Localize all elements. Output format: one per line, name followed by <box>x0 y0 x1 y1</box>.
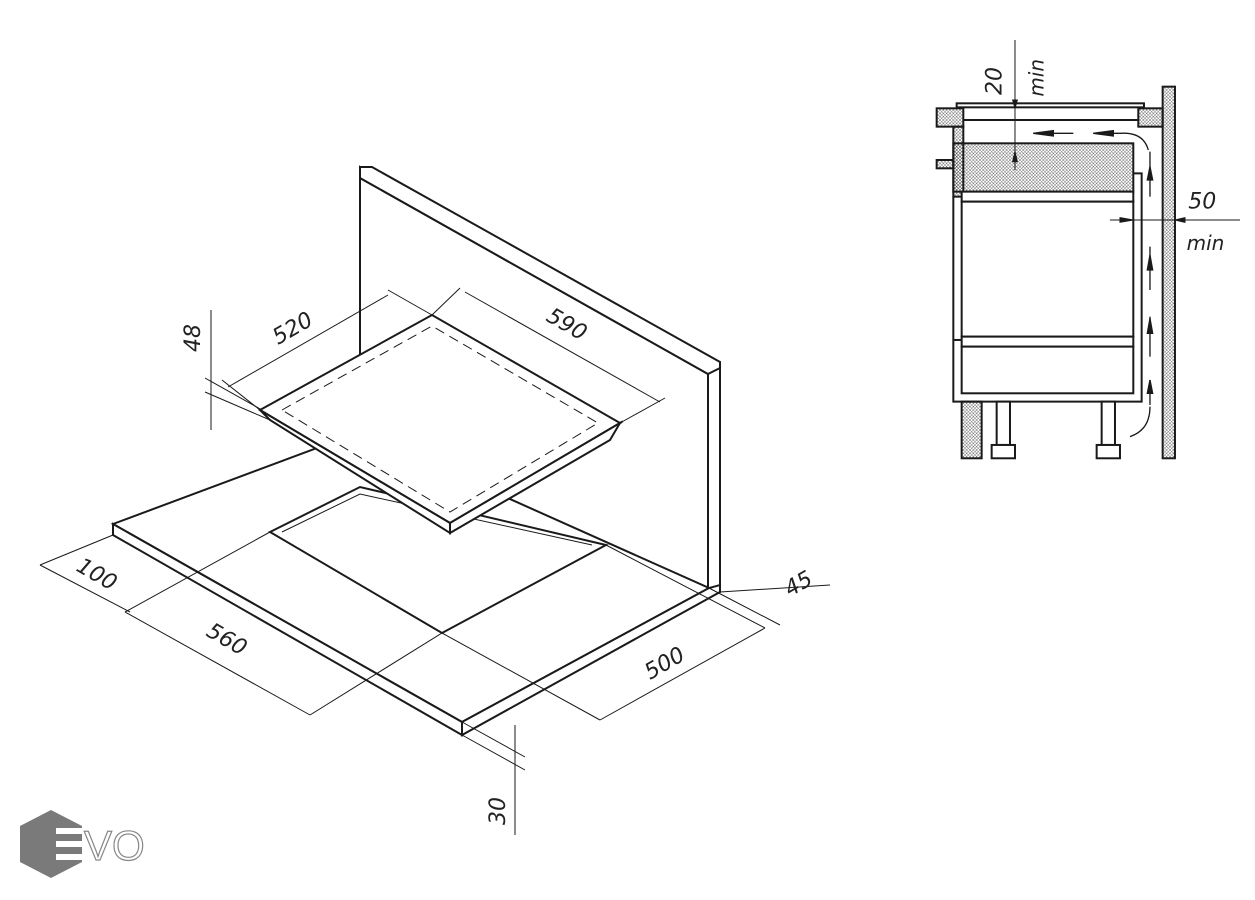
dim-cutout-depth: 500 <box>641 643 690 686</box>
dim-rear-clearance: 50 <box>1188 189 1216 214</box>
evo-logo: VO <box>20 810 145 878</box>
drawer <box>960 345 1135 395</box>
dim-cutout-width: 560 <box>202 619 251 662</box>
hob <box>257 313 624 535</box>
dim-back-offset: 45 <box>781 567 818 603</box>
dim-top-clearance-note: min <box>1024 59 1048 97</box>
oven <box>960 200 1135 338</box>
dim-rear-clearance-note: min <box>1187 231 1225 255</box>
logo-hexagon <box>20 810 82 878</box>
dim-hob-depth: 520 <box>269 308 318 351</box>
dim-countertop-thickness: 30 <box>486 797 511 825</box>
side-section-view: 20 min 50 min <box>935 40 1240 460</box>
dim-hob-height: 48 <box>181 324 206 352</box>
hob-plate <box>955 102 1145 109</box>
airflow-arrows <box>1033 129 1154 438</box>
countertop <box>110 430 721 737</box>
isometric-view: 520 590 48 100 560 500 45 30 <box>39 165 831 835</box>
logo-text: VO <box>84 822 145 869</box>
dim-top-clearance: 20 <box>983 67 1008 95</box>
oven-top-insulation <box>952 142 1135 193</box>
dim-front-offset: 100 <box>72 554 121 597</box>
dimension-lines <box>39 287 831 835</box>
wall <box>1161 85 1176 460</box>
